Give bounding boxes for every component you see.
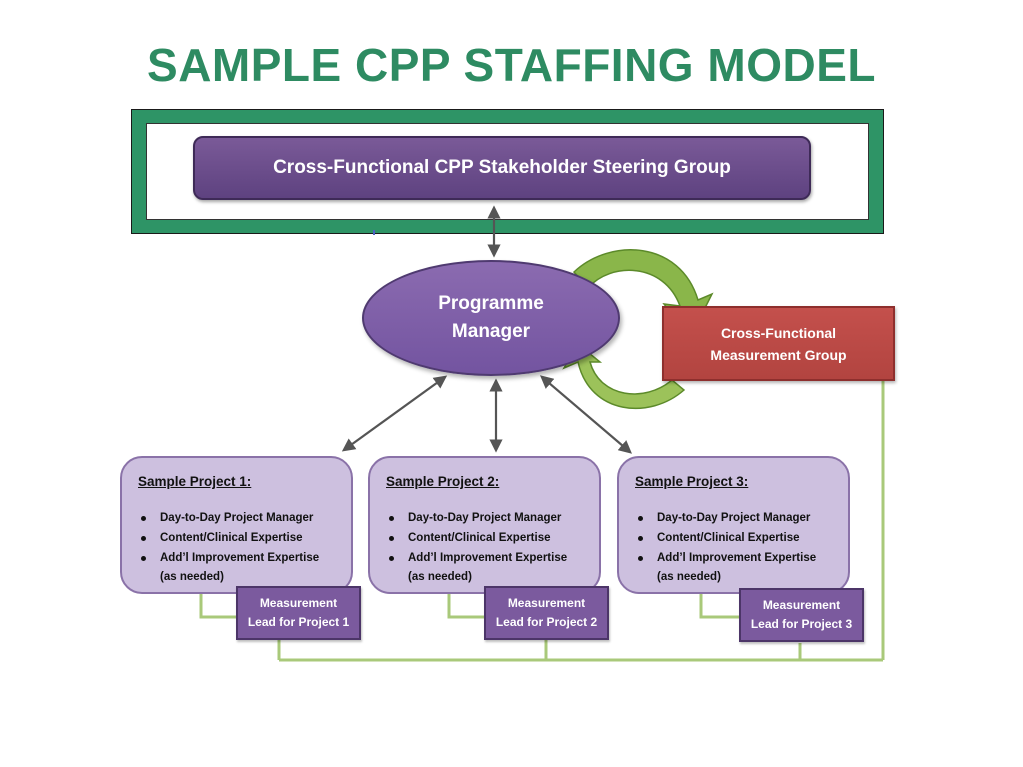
list-item: Add’l Improvement Expertise (as needed): [138, 548, 348, 586]
project-title: Sample Project 2:: [386, 474, 500, 489]
connector-project2-to-lead2: [447, 594, 485, 619]
connector-project1-to-lead1: [199, 594, 237, 619]
measurement-lead-line2: Lead for Project 3: [750, 617, 853, 631]
list-item: Content/Clinical Expertise: [138, 528, 348, 548]
project-role-list: Day-to-Day Project Manager Content/Clini…: [635, 508, 845, 586]
list-item: Day-to-Day Project Manager: [635, 508, 845, 528]
list-item: Day-to-Day Project Manager: [386, 508, 596, 528]
steering-group-label: Cross-Functional CPP Stakeholder Steerin…: [273, 157, 731, 178]
measurement-group-label-line2: Measurement Group: [710, 346, 847, 363]
stray-mark: [373, 230, 375, 235]
measurement-lead-line2: Lead for Project 1: [247, 615, 350, 629]
project-title: Sample Project 3:: [635, 474, 749, 489]
connector-project3-to-lead3: [699, 594, 740, 619]
list-item: Content/Clinical Expertise: [386, 528, 596, 548]
measurement-lead-line1: Measurement: [507, 596, 586, 610]
measurement-lead-line1: Measurement: [762, 598, 841, 612]
arrow-pm-to-project3: [539, 375, 633, 454]
project-box-3: Sample Project 3: Day-to-Day Project Man…: [617, 456, 850, 594]
programme-manager-ellipse: Programme Manager: [362, 260, 620, 376]
measurement-lead-box-1: Measurement Lead for Project 1: [236, 586, 361, 640]
measurement-lead-line1: Measurement: [259, 596, 338, 610]
double-arrows: [341, 205, 633, 454]
measurement-lead-box-3: Measurement Lead for Project 3: [739, 588, 864, 642]
measurement-group-label-line1: Cross-Functional: [720, 324, 837, 341]
measurement-lead-box-2: Measurement Lead for Project 2: [484, 586, 609, 640]
list-item-text: Add’l Improvement Expertise: [408, 552, 568, 564]
list-item-note: (as needed): [657, 571, 721, 583]
page-title: SAMPLE CPP STAFFING MODEL: [147, 39, 876, 91]
list-item: Add’l Improvement Expertise (as needed): [635, 548, 845, 586]
measurement-lead-line2: Lead for Project 2: [495, 615, 598, 629]
project-box-1: Sample Project 1: Day-to-Day Project Man…: [120, 456, 353, 594]
project-role-list: Day-to-Day Project Manager Content/Clini…: [386, 508, 596, 586]
list-item-text: Add’l Improvement Expertise: [657, 552, 817, 564]
project-title: Sample Project 1:: [138, 474, 252, 489]
arrow-pm-to-project1: [341, 375, 448, 452]
project-role-list: Day-to-Day Project Manager Content/Clini…: [138, 508, 348, 586]
list-item: Add’l Improvement Expertise (as needed): [386, 548, 596, 586]
measurement-connector-lines: [199, 381, 885, 662]
list-item-note: (as needed): [408, 571, 472, 583]
measurement-group-box: Cross-Functional Measurement Group: [662, 306, 895, 381]
project-box-2: Sample Project 2: Day-to-Day Project Man…: [368, 456, 601, 594]
list-item-note: (as needed): [160, 571, 224, 583]
list-item: Day-to-Day Project Manager: [138, 508, 348, 528]
programme-manager-label-line2: Manager: [451, 321, 531, 342]
list-item-text: Add’l Improvement Expertise: [160, 552, 320, 564]
programme-manager-label-line1: Programme: [438, 293, 544, 314]
list-item: Content/Clinical Expertise: [635, 528, 845, 548]
steering-group-box: Cross-Functional CPP Stakeholder Steerin…: [193, 136, 811, 200]
